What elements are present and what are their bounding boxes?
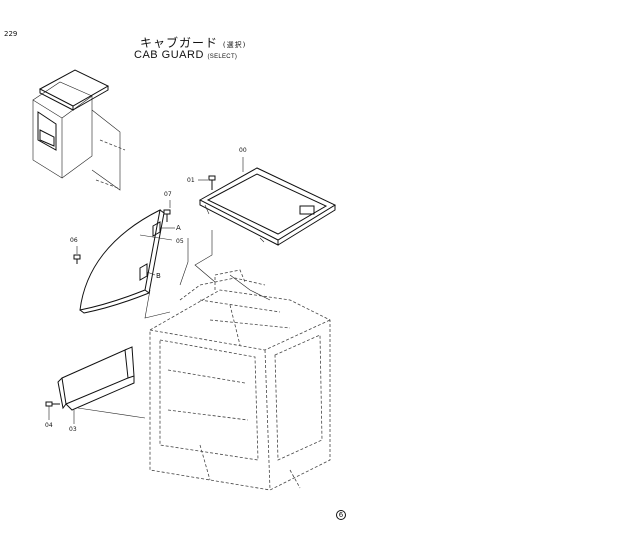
bracket-a bbox=[152, 221, 161, 237]
page-number: 229 bbox=[4, 30, 18, 38]
label-b: B bbox=[156, 272, 161, 280]
part-01-bolt bbox=[208, 175, 216, 190]
label-07: 07 bbox=[164, 191, 172, 198]
leader-b bbox=[146, 271, 156, 276]
bracket-b bbox=[139, 263, 148, 281]
title-english-text: CAB GUARD bbox=[134, 49, 204, 61]
title-japanese-text: キャブガード bbox=[140, 36, 219, 50]
title-japanese: キャブガード (選択) bbox=[140, 34, 246, 51]
label-05: 05 bbox=[176, 238, 184, 245]
key-illustration-cab bbox=[32, 69, 126, 191]
leader-05 bbox=[139, 234, 173, 241]
label-01: 01 bbox=[187, 177, 195, 184]
mount-line-lower bbox=[77, 407, 146, 419]
mount-lines-top bbox=[194, 230, 271, 301]
part-07-bolt bbox=[163, 209, 171, 222]
part-03-lower-guard bbox=[57, 346, 135, 411]
part-06-bolt bbox=[73, 254, 81, 264]
label-03: 03 bbox=[69, 426, 77, 433]
page-mark: 6 bbox=[336, 510, 346, 520]
title-english-sub: (SELECT) bbox=[207, 54, 238, 60]
title-english: CAB GUARD (SELECT) bbox=[134, 49, 237, 61]
label-00: 00 bbox=[239, 147, 247, 154]
cab-phantom-outline bbox=[149, 269, 331, 491]
part-00-top-guard bbox=[198, 167, 337, 246]
part-04-bolt bbox=[45, 401, 60, 407]
label-04: 04 bbox=[45, 422, 53, 429]
title-japanese-sub: (選択) bbox=[222, 41, 247, 49]
mount-lines-side bbox=[144, 238, 189, 319]
part-05-side-guard bbox=[79, 209, 165, 314]
label-06: 06 bbox=[70, 237, 78, 244]
label-a: A bbox=[176, 224, 181, 232]
